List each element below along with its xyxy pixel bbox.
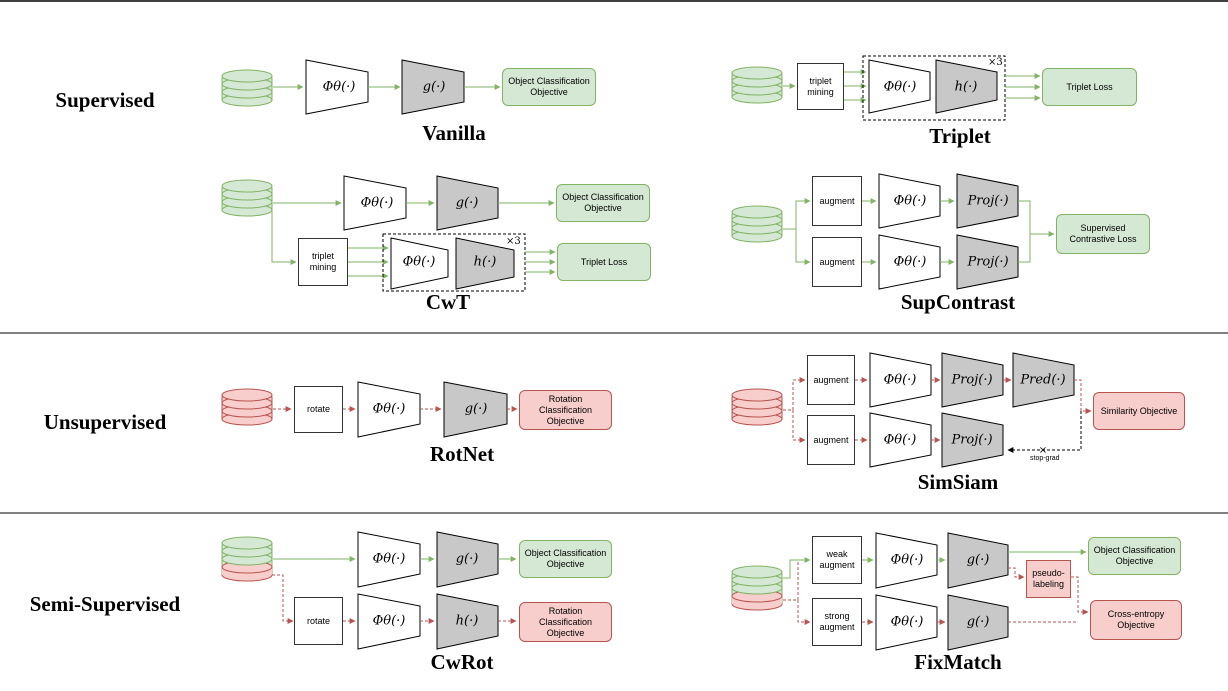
encoder-label: Φθ(·)	[883, 79, 917, 95]
similarity-objective: Similarity Objective	[1093, 392, 1185, 430]
simsiam-diagram: ×	[731, 352, 1092, 468]
encoder-label: Φθ(·)	[322, 79, 356, 95]
triplet-mining-box: triplet mining	[298, 238, 348, 286]
caption-cwrot: CwRot	[430, 650, 494, 674]
rotnet-diagram	[221, 381, 518, 438]
triplet-loss-objective: Triplet Loss	[557, 243, 651, 281]
cwt-diagram	[221, 175, 556, 292]
projector-label: Proj(·)	[967, 254, 1009, 270]
caption-cwt: CwT	[425, 290, 471, 314]
projector-label: Proj(·)	[951, 432, 993, 448]
rotation-classification-objective: Rotation Classification Objective	[519, 602, 612, 642]
dataset-icon	[221, 69, 273, 107]
dataset-icon	[731, 66, 783, 104]
encoder-label: Φθ(·)	[883, 372, 917, 388]
head-g-label: g(·)	[966, 552, 990, 568]
augment-box: augment	[807, 355, 855, 405]
row-label-unsupervised: Unsupervised	[43, 410, 167, 434]
rotate-box: rotate	[294, 386, 343, 433]
supervised-contrastive-loss-objective: Supervised Contrastive Loss	[1056, 214, 1150, 254]
triplet-loss-objective: Triplet Loss	[1042, 68, 1137, 106]
object-classification-objective: Object Classification Objective	[556, 184, 650, 222]
dataset-icon	[221, 388, 273, 426]
augment-box: augment	[807, 415, 855, 465]
cross-entropy-objective: Cross-entropy Objective	[1090, 600, 1182, 640]
encoder-label: Φθ(·)	[890, 614, 924, 630]
row-label-supervised: Supervised	[55, 88, 155, 112]
caption-vanilla: Vanilla	[422, 121, 486, 145]
triplet-mining-box: triplet mining	[797, 63, 844, 110]
encoder-label: Φθ(·)	[360, 195, 394, 211]
object-classification-objective: Object Classification Objective	[519, 540, 612, 578]
encoder-label: Φθ(·)	[883, 432, 917, 448]
caption-rotnet: RotNet	[429, 442, 495, 466]
strong-augment-box: strong augment	[812, 598, 862, 646]
times-three-label: ×3	[506, 236, 521, 247]
pseudo-labeling-box: pseudo-labeling	[1026, 560, 1071, 598]
encoder-trapezoid	[305, 59, 369, 115]
projector-label: Proj(·)	[967, 193, 1009, 209]
dataset-icon	[221, 536, 273, 582]
weak-augment-box: weak augment	[812, 536, 862, 584]
encoder-label: Φθ(·)	[893, 193, 927, 209]
head-g-label: g(·)	[966, 614, 990, 630]
encoder-label: Φθ(·)	[372, 613, 406, 629]
triplet-diagram	[731, 55, 1041, 121]
row-label-semi-supervised: Semi-Supervised	[29, 592, 181, 616]
augment-box: augment	[812, 237, 862, 287]
fixmatch-diagram	[731, 532, 1089, 651]
head-h-label: h(·)	[473, 254, 497, 270]
encoder-label: Φθ(·)	[893, 254, 927, 270]
caption-fixmatch: FixMatch	[914, 650, 1002, 674]
object-classification-objective: Object Classification Objective	[502, 68, 596, 106]
supcontrast-diagram	[731, 173, 1055, 290]
stop-grad-cross: ×	[1039, 445, 1047, 456]
shared-weights-box	[862, 55, 1006, 121]
cwrot-diagram	[221, 531, 517, 650]
head-h-label: h(·)	[954, 79, 978, 95]
head-g-label: g(·)	[464, 401, 488, 417]
encoder-label: Φθ(·)	[372, 551, 406, 567]
head-g-label: g(·)	[455, 195, 479, 211]
dataset-icon	[731, 205, 783, 243]
rotate-box: rotate	[294, 597, 343, 645]
encoder-label: Φθ(·)	[890, 552, 924, 568]
predictor-label: Pred(·)	[1020, 372, 1066, 388]
encoder-label: Φθ(·)	[372, 401, 406, 417]
dataset-icon	[731, 388, 783, 426]
augment-box: augment	[812, 176, 862, 226]
head-g-label: g(·)	[455, 551, 479, 567]
head-g-label: g(·)	[422, 79, 446, 95]
encoder-label: Φθ(·)	[402, 254, 436, 270]
times-three-label: ×3	[988, 57, 1003, 68]
rotation-classification-objective: Rotation Classification Objective	[519, 390, 612, 430]
caption-simsiam: SimSiam	[917, 470, 999, 494]
projector-label: Proj(·)	[951, 372, 993, 388]
caption-triplet: Triplet	[929, 124, 991, 148]
head-g-trapezoid	[401, 59, 465, 115]
head-h-label: h(·)	[455, 613, 479, 629]
stop-grad-label: stop-grad	[1030, 455, 1060, 462]
caption-supcontrast: SupContrast	[900, 290, 1016, 314]
object-classification-objective: Object Classification Objective	[1088, 537, 1181, 575]
vanilla-diagram	[221, 59, 501, 115]
dataset-icon	[221, 179, 273, 217]
dataset-icon	[731, 565, 783, 611]
